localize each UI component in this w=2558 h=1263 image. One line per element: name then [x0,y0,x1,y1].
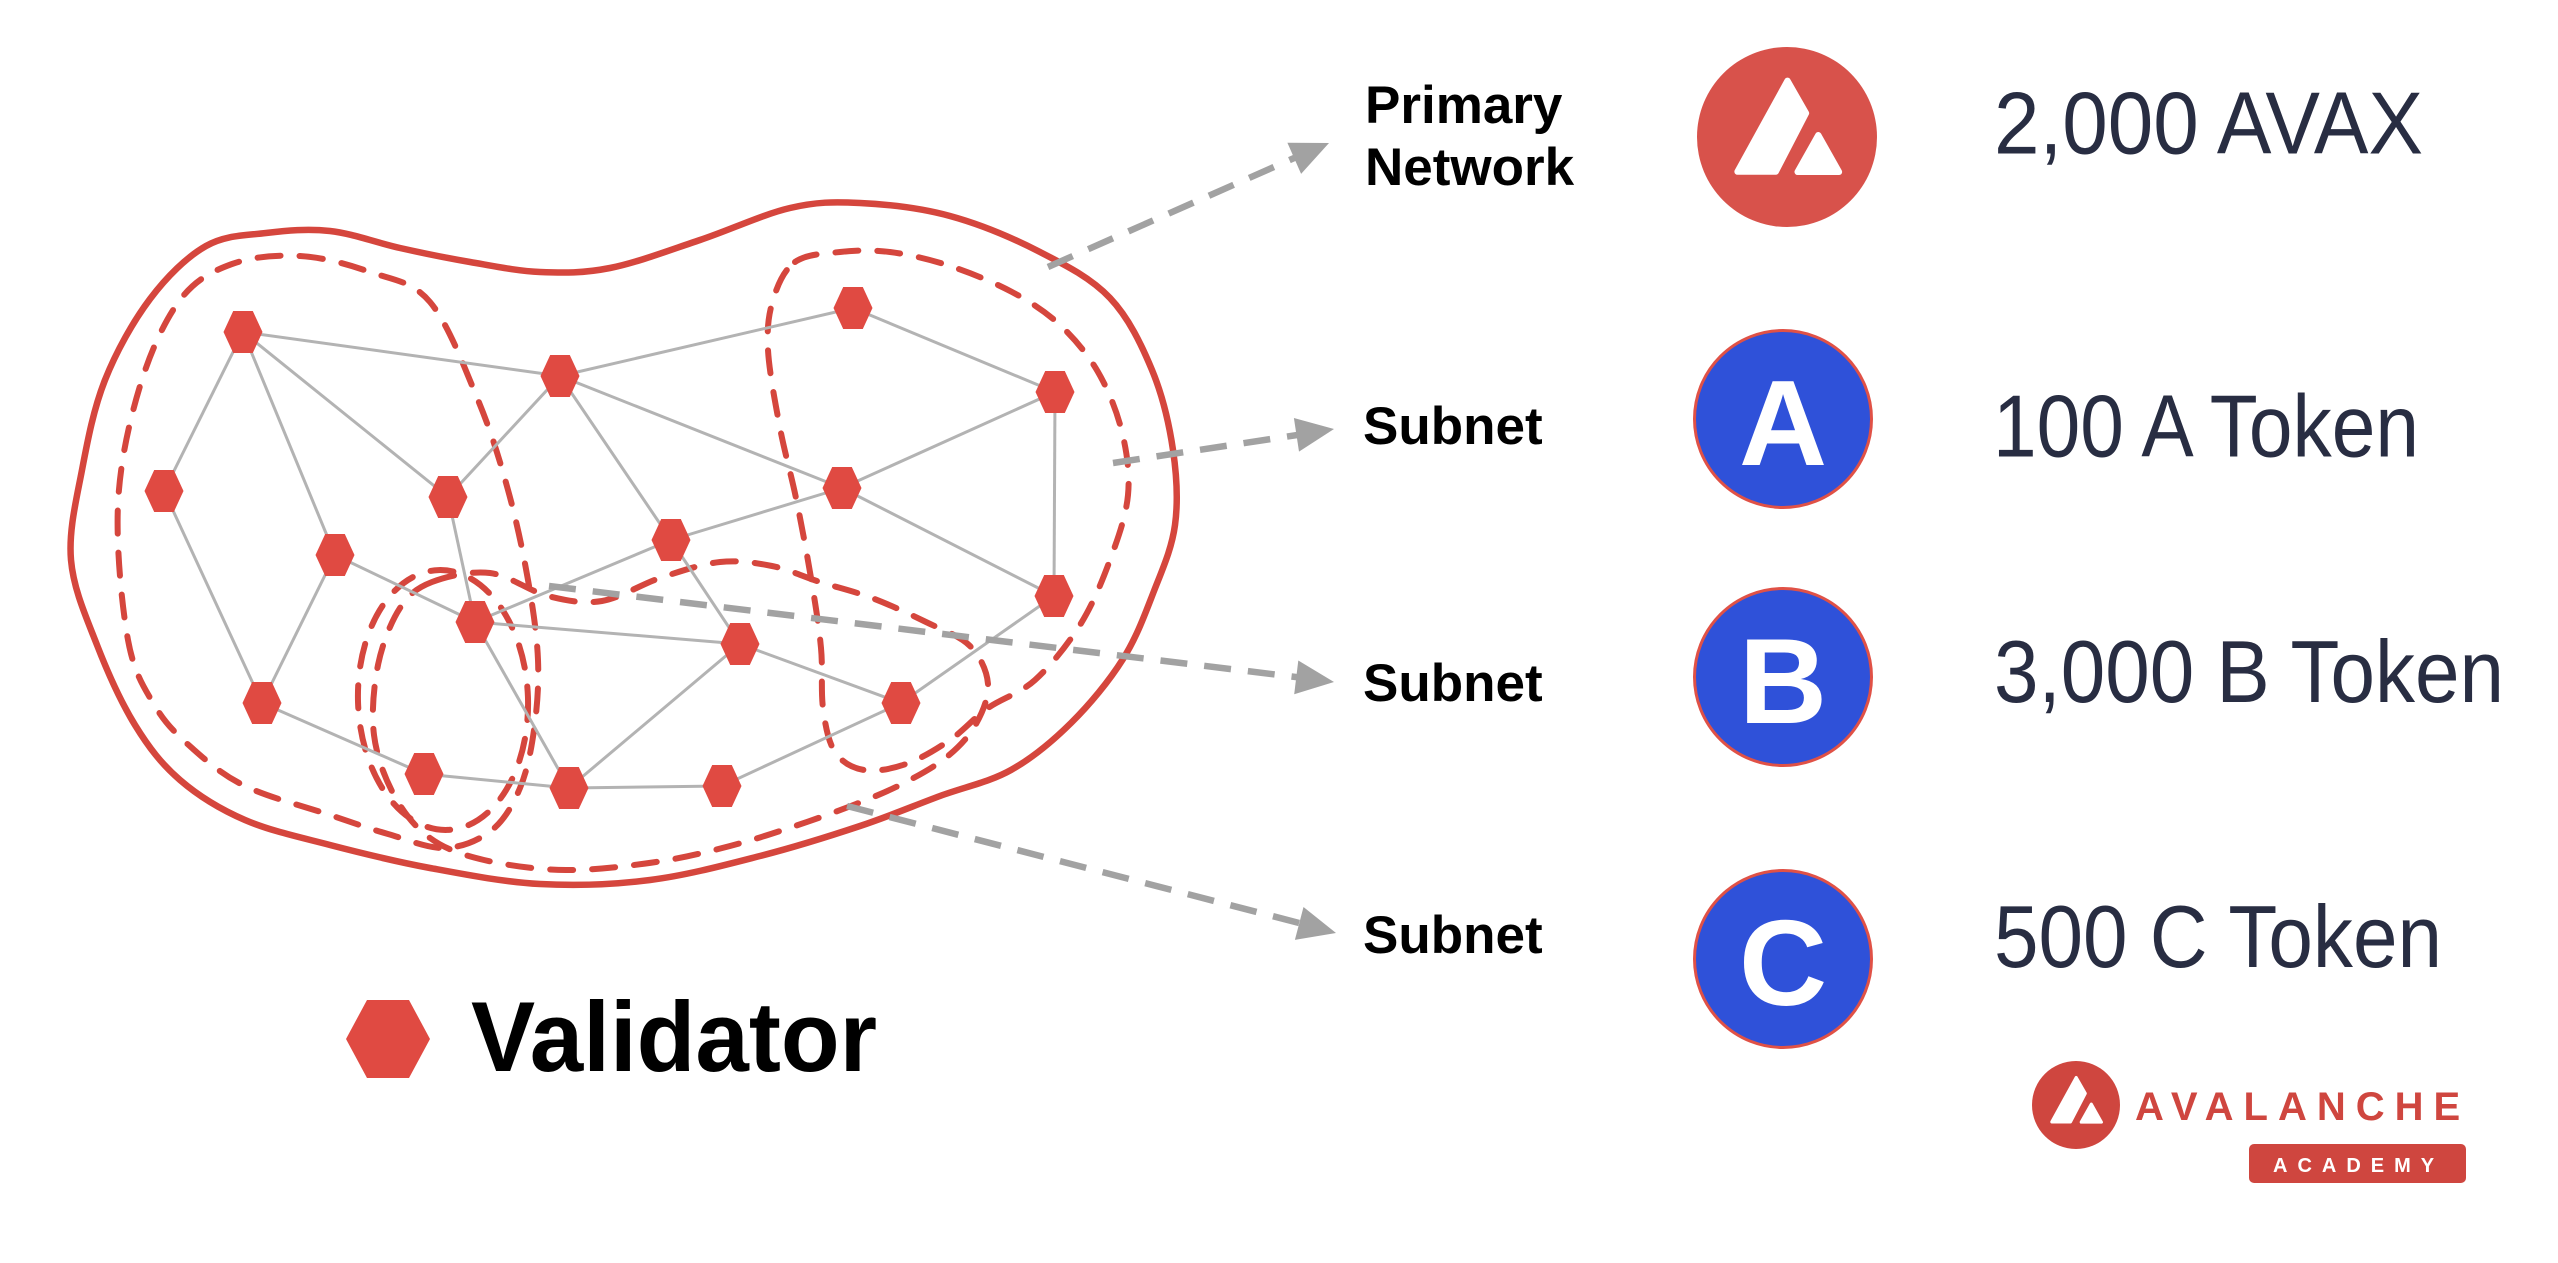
svg-text:A: A [1739,355,1827,491]
svg-text:Validator: Validator [471,981,877,1092]
svg-text:Network: Network [1365,138,1575,197]
svg-text:3,000 B Token: 3,000 B Token [1994,622,2504,721]
svg-text:Subnet: Subnet [1363,397,1543,456]
svg-text:2,000 AVAX: 2,000 AVAX [1994,74,2423,173]
svg-text:B: B [1739,613,1827,749]
svg-text:Subnet: Subnet [1363,906,1543,965]
svg-text:Subnet: Subnet [1363,654,1543,713]
svg-text:ACADEMY: ACADEMY [2273,1155,2444,1177]
svg-text:500 C Token: 500 C Token [1994,887,2442,986]
svg-text:C: C [1739,895,1827,1031]
svg-text:Primary: Primary [1365,76,1563,135]
svg-text:AVALANCHE: AVALANCHE [2135,1085,2470,1129]
svg-text:100 A Token: 100 A Token [1993,377,2419,476]
